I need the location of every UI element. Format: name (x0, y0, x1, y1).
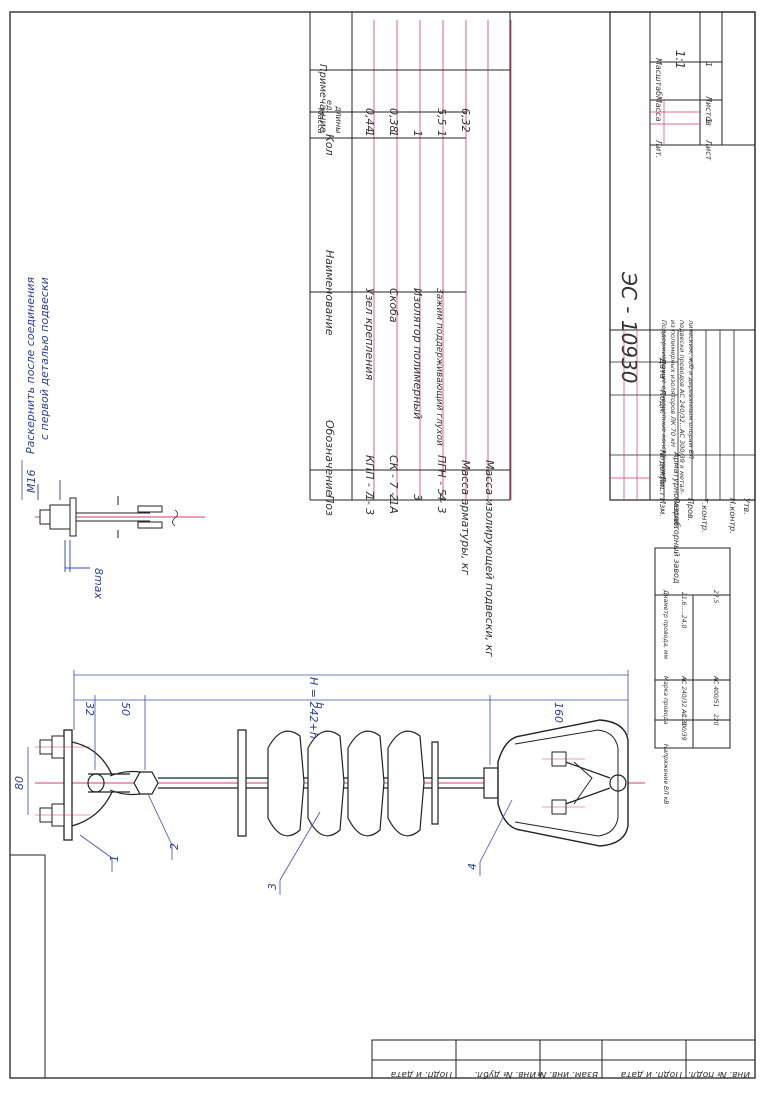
spec-row-1-mass: 0,44 (363, 108, 376, 133)
mass-label: Масса (654, 96, 663, 122)
callout-2: 2 (168, 843, 181, 850)
doc-description-3: подвески проводов АС 240/32...АС 300/39 … (678, 320, 686, 495)
spec-row-4-name: Зажим поддерживающий глухой (434, 288, 444, 446)
spec-row-1-name: Узел крепления (363, 288, 376, 381)
callout-4: 4 (466, 863, 479, 870)
lit-label: Лит. (654, 139, 663, 158)
spec-row-2-qty: 1 (387, 130, 400, 137)
spec-header-mass-3: длины (334, 105, 343, 133)
sign-header-data: Дата (658, 357, 667, 379)
spec-header-mass-2: ед. (325, 100, 334, 113)
sign-row-izm-list: Лист (658, 475, 667, 497)
dim-thread: М16 (25, 470, 38, 494)
insulator-assembly (35, 719, 645, 847)
spec-row-1-qty: 1 (363, 130, 376, 137)
spec-header-note: Примеча-ние (317, 64, 328, 133)
sign-row-razrab: Разраб. (672, 498, 681, 529)
side-stamp-box (9, 854, 46, 1079)
spec-row-4-pos: 4 (435, 494, 448, 501)
sheets-value: 1 (704, 62, 713, 67)
spec-row-2-pos: 2 (387, 494, 400, 501)
callouts: 1 2 3 4 (79, 793, 513, 895)
spec-row-2-name: Скоба (387, 288, 400, 323)
spec-row-2-mass: 0,38 (387, 108, 400, 133)
spec-table: Поз Обозначение Наименование Кол Масса е… (309, 12, 512, 657)
dim-80: 80 (13, 776, 26, 790)
wire-row-2-wire: АС 400/51 (712, 675, 719, 707)
wire-table: Диаметр провода, мм Марка провода Напряж… (654, 547, 731, 804)
doc-code: ЭС - 10930 (617, 271, 641, 383)
wire-row-1-wire: АС 240/32 АС 300/39 (680, 675, 687, 741)
sign-row-tkontr: Т.контр. (700, 498, 709, 533)
sign-row-prov: Пров. (686, 498, 695, 521)
dim-8max: 8max (92, 568, 105, 599)
wire-row-1-diam: 21,6.....24,0 (680, 592, 687, 628)
dim-h: h (313, 702, 326, 709)
wire-header-voltage: Напряжение ВЛ кВ (662, 744, 669, 804)
callout-3: 3 (266, 883, 279, 890)
stamp-vzam-inv: Взам. инв. № (537, 1069, 598, 1079)
margin-stamp-strip: Инв. № подл. Подп. и дата Взам. инв. № И… (371, 1039, 756, 1079)
spec-total-armature-label: Масса арматуры, кг (459, 460, 472, 576)
bolt-detail: М16 8max (25, 470, 205, 599)
spec-total-assembly-label: Масса изолирующей подвески, кг (483, 460, 496, 657)
sheets-label: Листов (704, 95, 713, 126)
doc-description-4: лическим, ж/б и деревянным опорам ВЛ (687, 319, 695, 459)
spec-header-mass: Масса (316, 108, 325, 134)
sheet-label: Лист (704, 139, 713, 161)
sign-row-razrab-org: Арматурно-изоляторный завод (672, 451, 681, 584)
wire-header-wire: Марка провода (662, 676, 669, 725)
callout-1: 1 (108, 855, 121, 862)
spec-row-1-pos: 1 (363, 494, 376, 501)
scale-label: Масштаб (654, 58, 663, 96)
spec-header-designation: Обозначение (323, 420, 336, 497)
sign-header-podp: Подп. (658, 390, 667, 414)
assembly-note-1: Раскернить после соединения (24, 277, 37, 454)
stamp-podp-data-2: Подп. и дата (391, 1069, 452, 1079)
spec-header-name: Наименование (323, 250, 336, 336)
spec-total-armature-value: 6,32 (459, 108, 472, 133)
sheet-value: 1 (704, 118, 713, 123)
stamp-podp-data-1: Подп. и дата (621, 1069, 682, 1079)
scale-value: 1:1 (673, 50, 687, 69)
spec-row-2-designation: СК - 7 - 1А (387, 455, 400, 514)
spec-header-pos: Поз (323, 495, 336, 516)
spec-header-qty: Кол (323, 134, 336, 156)
wire-row-2-voltage: 220 (712, 714, 719, 726)
dim-50: 50 (119, 702, 132, 716)
doc-description-2: из полимерных изоляторов ЛК 70 кН (669, 320, 677, 447)
sign-row-nkontr: Н.контр. (728, 498, 737, 534)
title-block: ЭС - 10930 Поддерживающие однocцепные ко… (609, 11, 756, 584)
wire-header-diam: Диаметр провода, мм (662, 589, 669, 659)
sheet-frame (9, 11, 756, 1079)
stamp-inv-dubl: Инв. № дубл. (474, 1069, 536, 1079)
dimensions: 32 50 h 160 H = 242+h 80 (13, 670, 629, 815)
dim-H: H = 242+h (307, 677, 320, 739)
spec-row-3-pos: 3 (411, 494, 424, 501)
dim-160: 160 (552, 702, 565, 723)
sign-row-utv: Утв. (742, 498, 751, 515)
sign-row-izm: Изм. (658, 498, 667, 517)
wire-row-1-voltage: 110 (680, 714, 687, 726)
spec-row-4-mass: 5,5 (435, 108, 448, 126)
dim-32: 32 (83, 702, 96, 716)
spec-row-1-designation: КПП - 7 - 3 (363, 455, 376, 515)
wire-row-2-diam: 27,5 (712, 590, 719, 604)
spec-row-4-qty: 1 (435, 130, 448, 137)
spec-row-3-qty: 1 (411, 130, 424, 137)
doc-description-1: Поддерживающие однocцепные конструкции (660, 320, 668, 478)
sign-header-doc: № докум. (658, 449, 667, 489)
stamp-inv-podl: Инв. № подл. (688, 1069, 750, 1079)
assembly-note-2: с первой деталью подвески (38, 277, 51, 440)
spec-row-3-name: Изолятор полимерный (411, 288, 424, 419)
spec-row-4-designation: ПГН - 5 - 3 (435, 455, 448, 514)
